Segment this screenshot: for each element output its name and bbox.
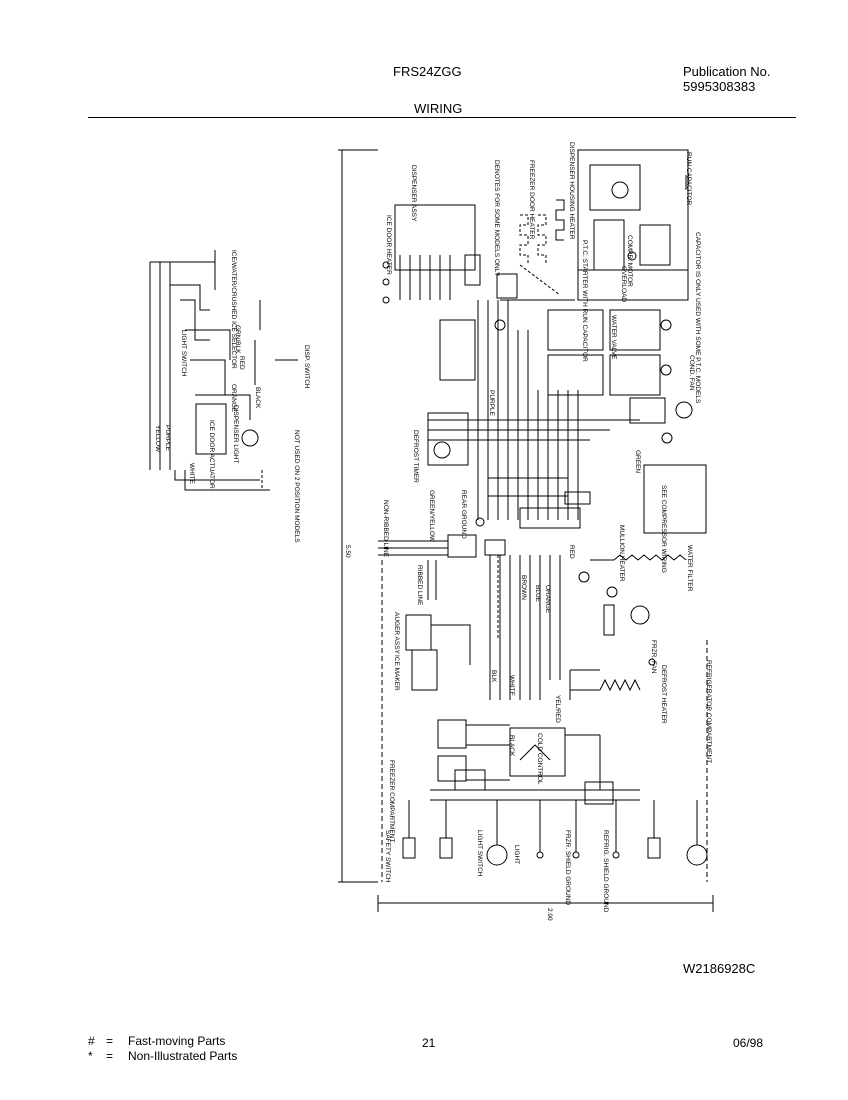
label-red-left: RED xyxy=(238,356,245,370)
label-grnblk-left: GRN/BLK xyxy=(234,325,241,354)
label-disp-switch: DISP. SWITCH xyxy=(303,345,310,389)
label-light: LIGHT xyxy=(513,845,520,864)
drawing-number: W2186928C xyxy=(683,961,756,976)
label-rear-ground: REAR GROUND xyxy=(460,490,467,539)
label-yellow-left: YELLOW xyxy=(154,425,161,453)
left-schematic-labels: ICE/WATER/CRUSHED ICE SELECTOR LIGHT SWI… xyxy=(154,250,310,543)
label-run-capacitor: RUN CAPACITOR xyxy=(685,152,692,206)
label-water-valve: WATER VALVE xyxy=(610,315,617,360)
label-ptc-starter: P.T.C. STARTER WITH RUN CAPACITOR xyxy=(581,240,588,362)
label-frzr-fan: FRZR. FAN xyxy=(650,640,657,674)
label-black: BLACK xyxy=(508,735,515,757)
model-number: FRS24ZGG xyxy=(393,64,462,79)
label-brown: BROWN xyxy=(520,575,527,600)
publication-number: 5995308383 xyxy=(683,79,756,94)
label-ribbed-line: RIBBED LINE xyxy=(416,565,423,606)
label-cond-fan: COND. FAN xyxy=(688,355,695,391)
label-orange-left: ORANGE xyxy=(230,384,237,413)
label-compr-motor: COMPR. MOTOR xyxy=(626,235,633,287)
legend-symbol: # xyxy=(88,1034,95,1048)
label-green: GREEN xyxy=(634,450,641,473)
left-schematic xyxy=(149,250,298,491)
page-number: 21 xyxy=(422,1036,436,1050)
label-freezer-door-heater: FREEZER DOOR HEATER xyxy=(528,160,535,240)
label-yel-red: YEL/RED xyxy=(554,695,561,723)
label-light-switch-left: LIGHT SWITCH xyxy=(180,330,187,377)
label-ice-door-actuator: ICE DOOR ACTUATOR xyxy=(208,420,215,489)
label-dispenser-housing-heater: DISPENSER HOUSING HEATER xyxy=(568,142,575,240)
main-schematic-labels: ICE DOOR HEATER DISPENSER ASSY DENOTES F… xyxy=(344,142,712,921)
label-dispenser-light: DISPENSER LIGHT xyxy=(232,405,239,464)
legend-equals: = xyxy=(106,1049,114,1063)
label-capacitor-note: CAPACITOR IS ONLY USED WITH SOME P.T.C. … xyxy=(694,232,701,404)
publication-label: Publication No. xyxy=(683,64,771,79)
label-auger-assy: AUGER ASSY xyxy=(393,612,400,655)
label-white: WHITE xyxy=(508,675,515,697)
label-blue: BLUE xyxy=(534,585,541,603)
label-orange: ORANGE xyxy=(544,585,551,614)
legend-non-illustrated: * = Non-Illustrated Parts xyxy=(88,1049,237,1063)
label-defrost-heater: DEFROST HEATER xyxy=(660,665,667,724)
label-light-switch: LIGHT SWITCH xyxy=(476,830,483,877)
legend-symbol: * xyxy=(88,1049,93,1063)
label-refrigerator-compartment: REFRIGERATOR COMPARTMENT xyxy=(705,660,712,763)
label-blk: BLK xyxy=(490,670,497,683)
label-green-yellow: GREEN/YELLOW xyxy=(428,490,435,543)
label-defrost-timer: DEFROST TIMER xyxy=(412,430,419,483)
legend-equals: = xyxy=(106,1034,114,1048)
label-cold-control: COLD CONTROL xyxy=(536,733,543,785)
label-red: RED xyxy=(568,545,575,559)
dimension-vertical: 5.50 xyxy=(344,545,351,558)
header-rule xyxy=(88,117,796,118)
label-ice-maker: ICE MAKER xyxy=(393,655,400,691)
label-purple: PURPLE xyxy=(488,390,495,417)
label-frzr-shield-ground: FRZR. SHIELD GROUND xyxy=(564,830,571,905)
label-ice-door-heater: ICE DOOR HEATER xyxy=(385,215,392,275)
label-dispenser-assy: DISPENSER ASSY xyxy=(410,165,417,222)
label-not-used-2pos: NOT USED ON 2 POSITION MODELS xyxy=(293,430,300,543)
label-overload: OVERLOAD xyxy=(620,266,627,302)
legend-text: Non-Illustrated Parts xyxy=(128,1049,238,1063)
label-denotes-some-models: DENOTES FOR SOME MODELS ONLY xyxy=(493,160,500,277)
label-safety-switch: SAFETY SWITCH xyxy=(384,830,391,883)
label-white-left: WHITE xyxy=(188,463,195,485)
main-schematic xyxy=(338,149,714,912)
dimension-horizontal: 2.90 xyxy=(546,908,553,921)
label-purple-left: PURPLE xyxy=(164,425,171,452)
label-mullion-heater: MULLION HEATER xyxy=(618,525,625,582)
label-black-left: BLACK xyxy=(254,387,261,409)
publication-date: 06/98 xyxy=(733,1036,764,1050)
legend-fast-moving: # = Fast-moving Parts xyxy=(88,1034,225,1048)
label-ice-selector: ICE/WATER/CRUSHED ICE SELECTOR xyxy=(230,250,237,369)
legend-text: Fast-moving Parts xyxy=(128,1034,226,1048)
label-refrig-shield-ground: REFRIG. SHIELD GROUND xyxy=(602,830,609,913)
label-see-compressor-wiring: SEE COMPRESSOR WIRING xyxy=(660,485,667,573)
label-water-filter: WATER FILTER xyxy=(686,545,693,592)
label-freezer-compartment: FREEZER COMPARTMENT xyxy=(388,760,395,842)
section-title: WIRING xyxy=(414,101,463,116)
label-non-ribbed-line: NON-RIBBED LINE xyxy=(382,500,389,558)
